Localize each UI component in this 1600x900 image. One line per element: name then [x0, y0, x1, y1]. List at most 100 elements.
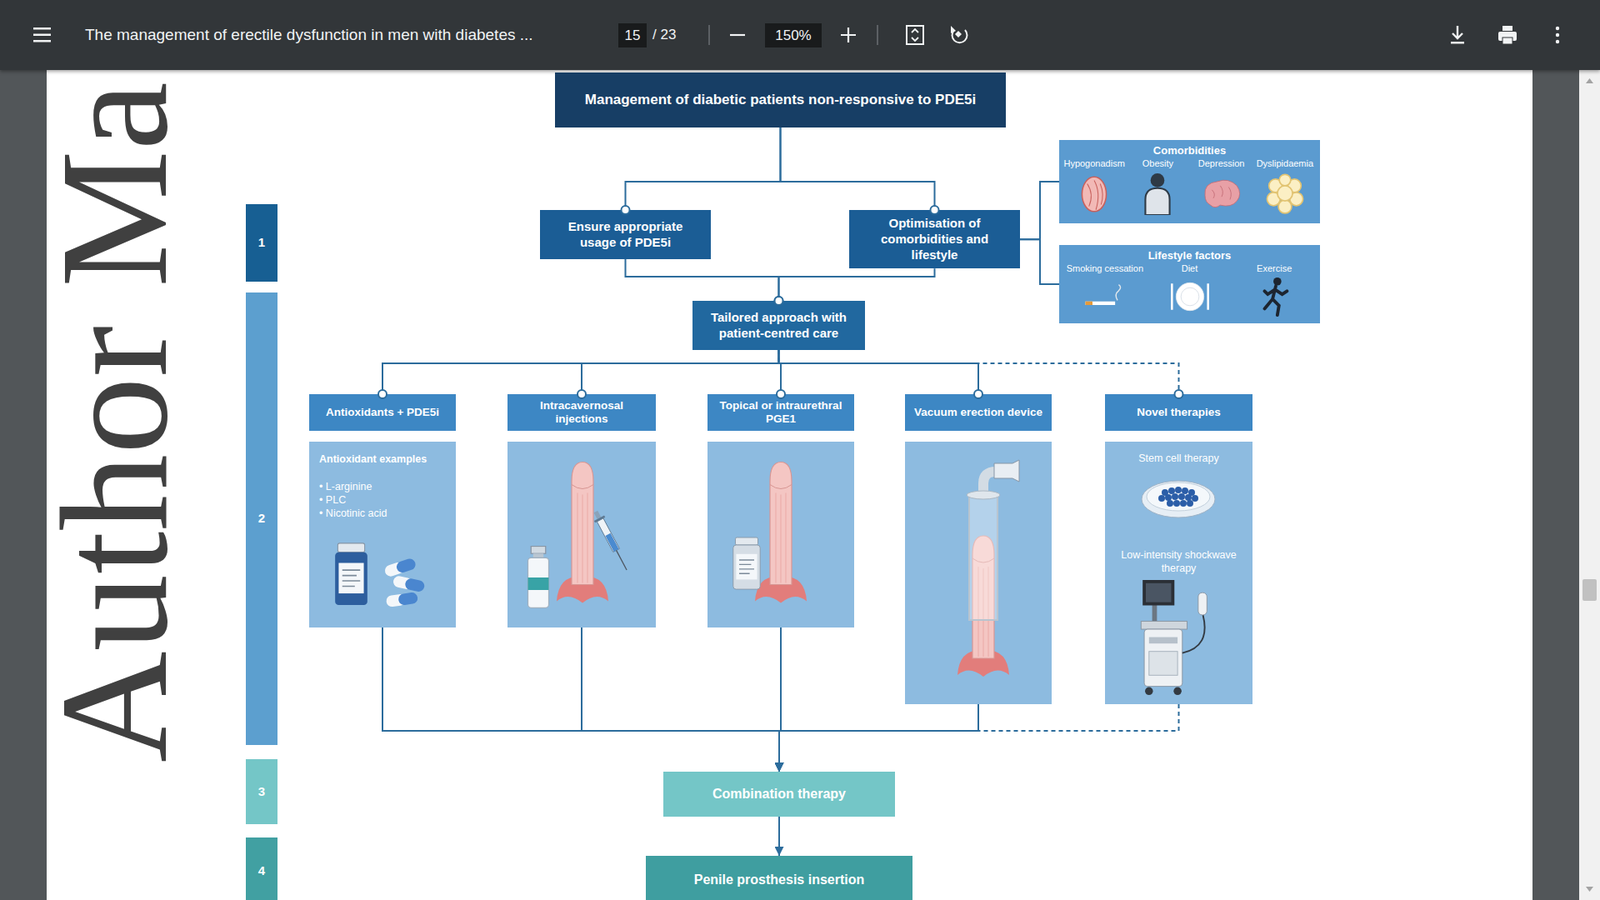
step-box: Penile prosthesis insertion [645, 855, 913, 900]
icon-caption: Diet [1181, 262, 1199, 275]
column-title: Intracavernosal injections [512, 399, 651, 426]
therapy-column: Antioxidants + PDE5iAntioxidant examples… [309, 394, 456, 628]
step-box: Combination therapy [663, 771, 895, 817]
icon-row: Hypogonadism Obesity Depression Dyslipidaem… [1062, 157, 1317, 215]
label-slot: 15 [618, 23, 647, 48]
connector [581, 350, 780, 395]
connector [780, 127, 935, 210]
runner-icon [1253, 276, 1295, 317]
icon-cell: Hypogonadism [1062, 157, 1126, 215]
box-label: Optimisation of comorbidities and lifest… [857, 215, 1012, 263]
panel-heading: Comorbidities [1062, 144, 1317, 158]
lifestyle-panel: Lifestyle factorsSmoking cessation Diet Ex… [1059, 245, 1320, 324]
scrollbar [1579, 70, 1600, 900]
box-label: Combination therapy [712, 785, 846, 803]
process-box: Optimisation of comorbidities and lifest… [849, 210, 1020, 269]
icon-caption: Exercise [1256, 262, 1292, 275]
image-panel [507, 441, 656, 628]
icon-caption: Dyslipidaemia [1256, 157, 1314, 170]
machine-illustration [1135, 580, 1223, 697]
icon-cell: Depression [1190, 157, 1254, 215]
caps-illustration [379, 550, 432, 613]
icon-caption: Obesity [1142, 157, 1174, 170]
panel-text: Stem cell therapy [1113, 451, 1245, 465]
column-title: Novel therapies [1136, 405, 1221, 420]
junction-dot [776, 390, 785, 399]
connector [779, 627, 781, 772]
icon-cell: Dyslipidaemia [1253, 157, 1317, 215]
plate-icon [1169, 276, 1211, 317]
panel-text: Low-intensity shockwave therapy [1113, 548, 1245, 575]
step-number: 3 [258, 784, 265, 800]
image-panel: Stem cell therapyLow-intensity shockwave… [1105, 441, 1253, 705]
icon-caption: Smoking cessation [1066, 262, 1144, 275]
process-box: Ensure appropriate usage of PDE5i [540, 210, 711, 260]
column-title: Vacuum erection device [914, 405, 1043, 420]
column-title: Antioxidants + PDE5i [325, 405, 440, 420]
panel-text: • PLC [319, 493, 446, 507]
dish-illustration [1140, 474, 1217, 521]
document-title: The management of erectile dysfunction i… [85, 25, 615, 45]
panel-heading: Lifestyle factors [1062, 249, 1317, 263]
junction-dot [974, 390, 983, 399]
junction-dot [775, 296, 784, 305]
connector [382, 350, 780, 395]
panel-text: Antioxidant examples [319, 452, 446, 466]
step-number-bar: 1 [245, 204, 278, 282]
junction-dot [577, 390, 586, 399]
junction-dot [930, 205, 940, 215]
label-slot: The management of erectile dysfunction i… [85, 25, 615, 45]
step-number: 2 [258, 510, 265, 527]
connector [779, 704, 1180, 772]
bottle2-illustration [731, 532, 762, 595]
icon-cell: Smoking cessation [1062, 262, 1148, 317]
page-count: / 23 [652, 25, 696, 45]
panel-text: • Nicotinic acid [319, 506, 446, 520]
connector [779, 350, 782, 395]
testis-icon [1073, 171, 1115, 215]
image-panel [905, 441, 1052, 705]
therapy-column: Topical or intraurethral PGE1 [707, 394, 855, 628]
junction-dot [775, 296, 784, 305]
pump-illustration [954, 458, 1021, 625]
cig-icon [1084, 276, 1126, 317]
step-number-bar: 4 [245, 837, 278, 900]
connector [382, 627, 780, 772]
bottle-illustration [333, 539, 370, 610]
column-header: Topical or intraurethral PGE1 [707, 394, 855, 431]
connector [625, 259, 780, 301]
step-number-bar: 3 [245, 759, 278, 825]
junction-dot [621, 205, 630, 215]
connector [779, 268, 935, 301]
connector [778, 816, 780, 856]
label-slot: / 23 [652, 25, 696, 45]
box-label: Penile prosthesis insertion [694, 871, 865, 889]
fat-icon [1264, 171, 1306, 215]
icon-caption: Depression [1198, 157, 1245, 170]
syringe-illustration [591, 505, 631, 577]
vial-illustration [525, 545, 551, 610]
therapy-column: Intracavernosal injections [507, 394, 656, 628]
connector [625, 127, 781, 210]
label-slot: 150% [765, 23, 822, 48]
connector [779, 350, 1180, 395]
connector [779, 704, 979, 772]
step-number: 1 [258, 235, 265, 251]
column-header: Antioxidants + PDE5i [309, 394, 456, 431]
connector [1020, 181, 1060, 240]
image-panel: Antioxidant examples• L-arginine• PLC• N… [309, 441, 456, 628]
column-header: Intracavernosal injections [507, 394, 656, 431]
step-number-bar: 2 [245, 292, 278, 745]
icon-cell: Diet [1147, 262, 1233, 317]
page-number: 15 [618, 23, 647, 48]
box-label: Ensure appropriate usage of PDE5i [548, 219, 703, 251]
box-label: Management of diabetic patients non-resp… [585, 90, 976, 109]
person-icon [1136, 171, 1179, 215]
connector [779, 350, 980, 395]
icon-caption: Hypogonadism [1063, 157, 1125, 170]
zoom-level: 150% [765, 23, 822, 48]
connector [1020, 239, 1060, 285]
therapy-column: Vacuum erection device [905, 394, 1052, 705]
